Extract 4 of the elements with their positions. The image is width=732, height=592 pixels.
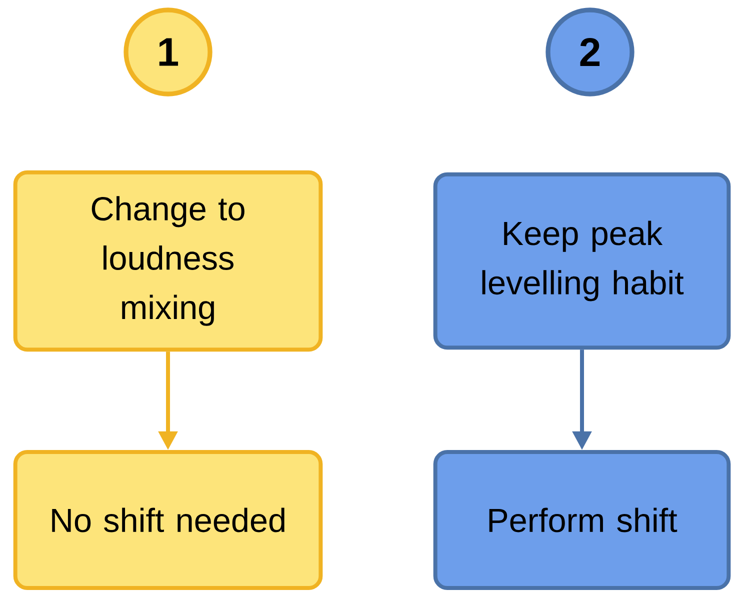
process-box: Keep peak levelling habit	[433, 172, 731, 350]
process-box: Change to loudness mixing	[13, 170, 323, 352]
process-box: Perform shift	[433, 450, 731, 590]
process-box: No shift needed	[13, 450, 323, 590]
